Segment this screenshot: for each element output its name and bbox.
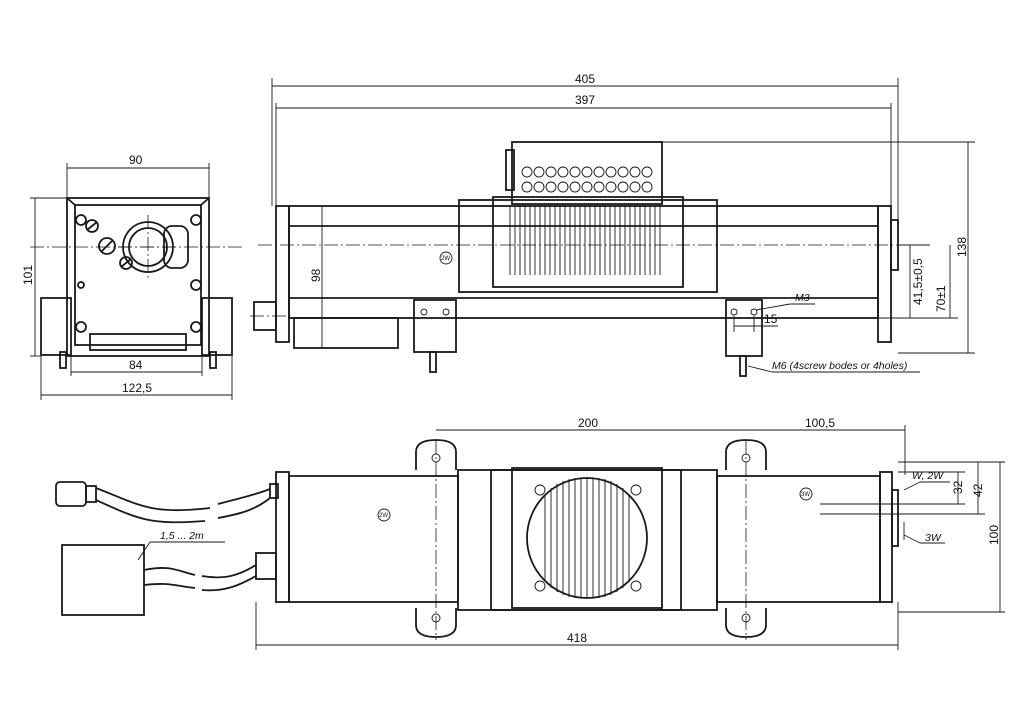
dim-overall-length: 405 [575,72,595,86]
note-cable-length: 1,5 ... 2m [160,530,204,542]
dim-slot-42: 42 [971,483,985,497]
note-slot-label: W, 2W [912,470,944,482]
dim-body-height: 98 [309,268,323,282]
note-mount-screw: M6 (4screw bodes or 4holes) [772,360,907,372]
side-view [30,197,245,369]
plan-view-dimensions: 200 100,5 418 32 42 100 W, 2W 3W [255,416,1005,650]
heatsink-fins [509,205,661,275]
dim-base-length: 418 [567,631,587,645]
mark-2w-plan: 2W [379,513,388,519]
cable-assembly: 1,5 ... 2m [55,481,271,616]
side-view-dimensions: 90 101 84 122,5 [21,153,233,400]
dim-total-height: 138 [955,237,969,257]
dim-axis-height: 41,5±0,5 [911,258,925,305]
dim-side-width: 90 [129,153,143,167]
front-view: 2W [250,141,920,377]
dim-mount-height: 70±1 [934,285,948,312]
dim-side-base-inner: 84 [129,358,143,372]
dim-hole-offset: 15 [764,312,778,326]
dim-slot-32: 32 [951,480,965,494]
dim-hole-spacing: 200 [578,416,598,430]
mark-3w-plan: 3W [801,492,810,498]
fan-grille [544,478,630,598]
dim-end-offset: 100,5 [805,416,835,430]
fan-holes [521,166,653,193]
dim-side-height: 101 [21,265,35,285]
dim-plan-width: 100 [987,525,1001,545]
note-slot-label-b: 3W [925,532,942,544]
mark-2w-front: 2W [441,256,450,262]
dim-body-length: 397 [575,93,595,107]
front-view-dimensions: 405 397 98 138 41,5±0,5 70±1 15 M3 M6 (4… [271,72,975,373]
dim-side-base-outer: 122,5 [122,381,152,395]
note-thread: M3 [795,292,810,304]
plan-view: 2W 3W [255,439,899,640]
